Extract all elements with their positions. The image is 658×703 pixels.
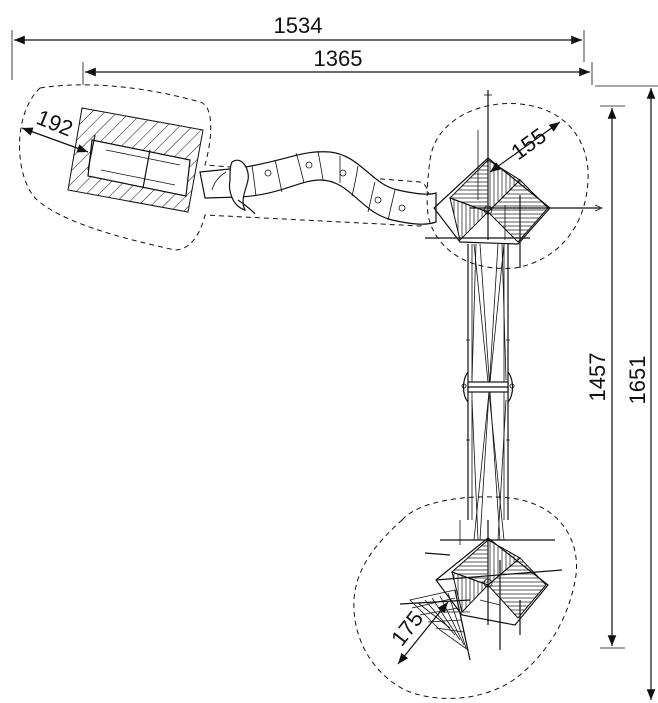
dimension-label-192: 192 — [33, 105, 76, 142]
dimension-total-height: 1651 — [595, 85, 658, 700]
dimension-label-155: 155 — [506, 123, 550, 165]
dimension-label-175: 175 — [386, 606, 428, 650]
bottom-tower — [399, 520, 563, 661]
dimension-top-tower-zone: 155 — [489, 121, 561, 173]
dimension-inner-height: 1457 — [585, 105, 625, 649]
dimension-inner-width: 1365 — [82, 46, 593, 85]
tube-slide — [199, 150, 437, 225]
dimension-label-1365: 1365 — [314, 46, 363, 71]
top-tower — [425, 90, 604, 268]
dimension-label-1457: 1457 — [585, 353, 610, 402]
top-tower-safety-zone — [426, 102, 589, 269]
dimension-label-1651: 1651 — [625, 356, 650, 405]
rope-bridge — [461, 243, 515, 541]
dimension-label-1534: 1534 — [274, 13, 323, 38]
bottom-tower-safety-zone — [353, 496, 577, 699]
slide-safety-zone-outline — [19, 84, 431, 251]
dimension-total-width: 1534 — [11, 13, 585, 80]
slide-exit-area — [67, 107, 204, 213]
